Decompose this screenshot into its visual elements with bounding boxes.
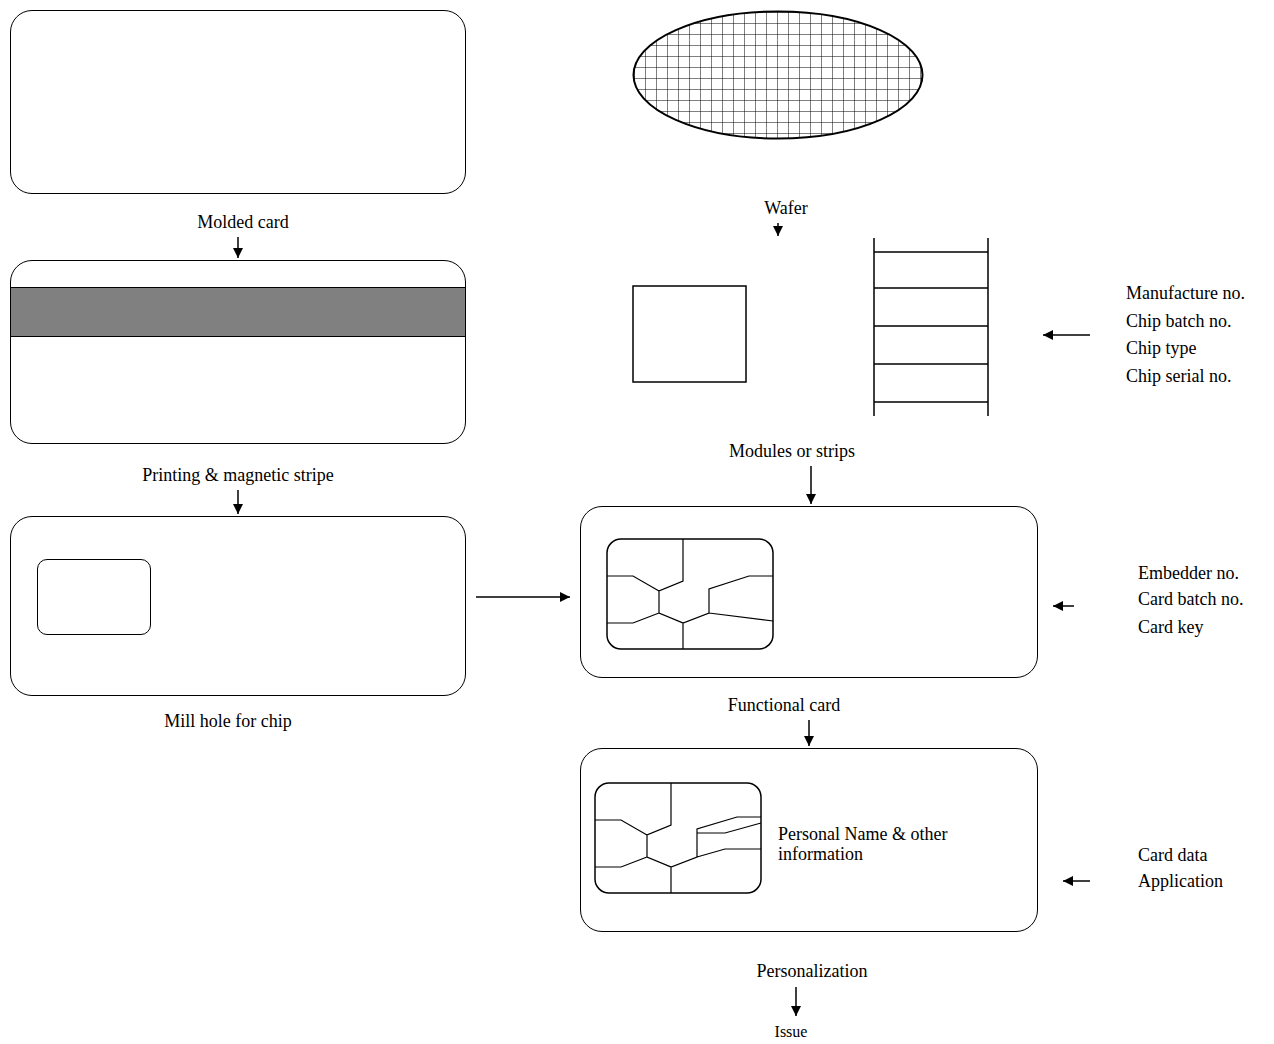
flow-arrow <box>237 237 239 258</box>
data-item: Card data <box>1138 845 1207 865</box>
node-caption: Printing & magnetic stripe <box>142 465 333 485</box>
modules-drawing <box>632 238 990 416</box>
node-caption: Mill hole for chip <box>164 711 291 731</box>
data-item: Chip batch no. <box>1126 311 1232 331</box>
flow-arrow <box>810 466 812 504</box>
chip-modules: Modules or strips <box>632 238 990 465</box>
card-outline <box>580 506 1038 678</box>
milled-card: Mill hole for chip <box>10 516 466 735</box>
wafer: Wafer <box>632 10 924 222</box>
data-item: Embedder no. <box>1138 563 1239 583</box>
contact-lines <box>607 539 773 649</box>
chip-outline <box>607 539 773 649</box>
chip-outline <box>595 783 761 893</box>
end-label: Issue <box>775 1022 808 1042</box>
data-item: Card key <box>1138 617 1203 637</box>
node-caption: Functional card <box>728 695 840 715</box>
molded-card: Molded card <box>10 10 466 236</box>
chip-contacts <box>606 538 774 650</box>
module-strip <box>874 238 988 416</box>
contact-lines <box>595 783 761 893</box>
data-item: Chip type <box>1126 338 1197 358</box>
card-outline <box>10 260 466 444</box>
input-arrow <box>1043 334 1090 336</box>
input-arrow <box>1053 605 1074 607</box>
chip-cavity <box>37 559 151 635</box>
data-item: Application <box>1138 871 1223 891</box>
functional-card: Functional card <box>580 506 1038 719</box>
input-arrow <box>1063 880 1090 882</box>
magnetic-stripe <box>11 287 465 337</box>
flow-arrow <box>237 490 239 514</box>
issue-arrow <box>795 987 797 1016</box>
wafer-shape <box>632 10 924 140</box>
wafer-drawing <box>632 10 924 140</box>
printed-card: Printing & magnetic stripe <box>10 260 466 489</box>
personalized-card: Personal Name & other informationPersona… <box>580 748 1038 985</box>
data-item: Chip serial no. <box>1126 366 1232 386</box>
flow-arrow <box>476 596 570 598</box>
node-caption: Wafer <box>764 198 808 218</box>
chip-contacts <box>594 782 762 894</box>
node-text: Personal Name & other information <box>778 824 1028 864</box>
node-caption: Molded card <box>197 212 288 232</box>
flow-arrow <box>777 223 779 236</box>
node-caption: Modules or strips <box>729 441 855 461</box>
node-caption: Personalization <box>757 961 868 981</box>
card-outline <box>10 516 466 696</box>
wafer-disc <box>634 12 923 139</box>
data-item: Manufacture no. <box>1126 283 1245 303</box>
data-item: Card batch no. <box>1138 589 1243 609</box>
card-outline <box>10 10 466 194</box>
flow-arrow <box>808 720 810 746</box>
module-square <box>633 286 746 382</box>
modules-shape <box>632 238 990 416</box>
